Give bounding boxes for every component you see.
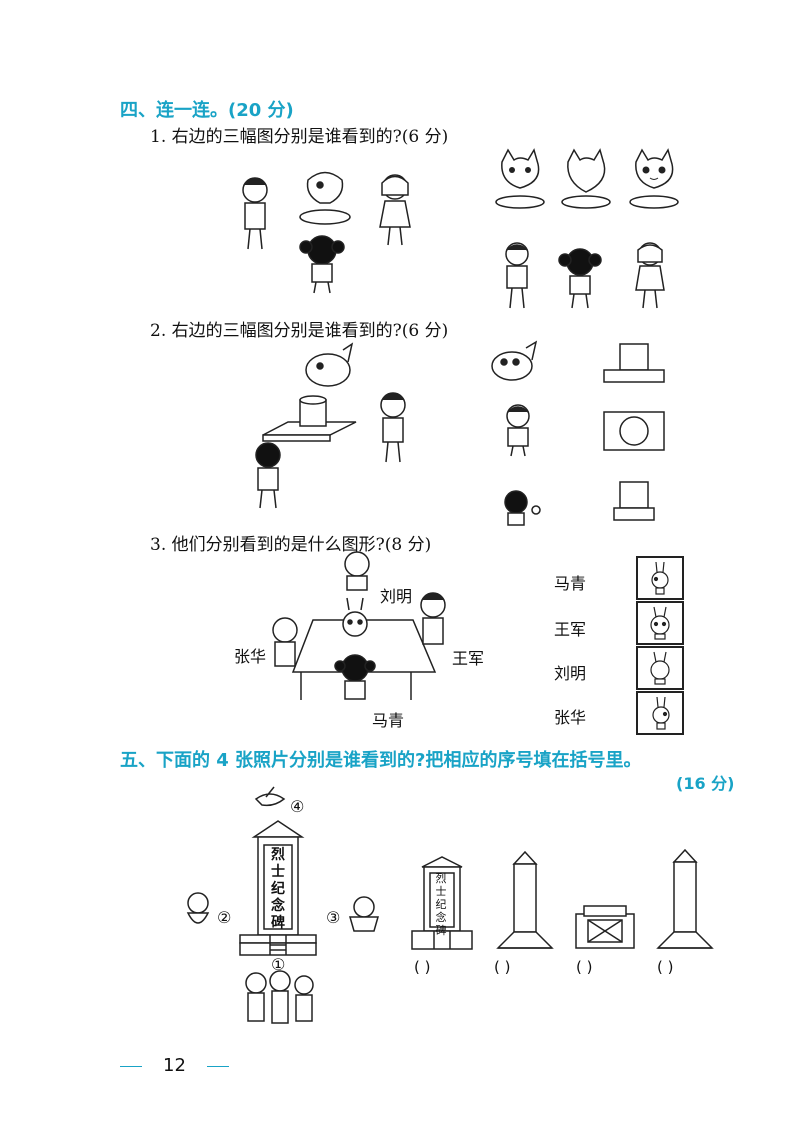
marker-2: ② [217,908,232,927]
boy-figure-option [505,242,529,309]
monument-scene [186,786,379,1024]
q3-scene [272,551,446,700]
girl-figure [379,174,411,246]
answer-paren-4[interactable]: ( ) [657,958,674,976]
boy-figure [242,177,268,250]
bird-figure [254,786,286,807]
boy-option [506,404,530,457]
rabbit-view-box-4 [636,691,684,735]
black-hair-girl-side [255,442,281,509]
photo-view-other-side [656,848,714,949]
question-2: 2. 右边的三幅图分别是谁看到的?(6 分) [150,321,449,341]
photo-view-top [575,905,635,949]
section5-title: 五、下面的 4 张照片分别是谁看到的?把相应的序号填在括号里。 [120,750,642,771]
list-name-2: 王军 [554,620,587,639]
girl-figure-option [635,242,665,309]
cat-view-front [495,148,545,209]
zhanghua-figure [272,617,298,667]
cat-view-side [629,148,679,209]
section5-score: (16 分) [676,774,735,793]
rabbit-view-box-1 [636,556,684,600]
cylinder-top-view [603,411,665,451]
answer-paren-1[interactable]: ( ) [414,958,431,976]
monument-inscription: 烈士纪念碑 [271,847,285,931]
liuming-figure [344,551,370,591]
photo-inscription: 烈士纪念碑 [435,872,447,937]
question-1: 1. 右边的三幅图分别是谁看到的?(6 分) [150,127,449,147]
dog-figure [349,896,379,932]
cylinder-on-board [262,395,357,442]
footer-dash-right [207,1066,229,1067]
footer-dash-left [120,1066,142,1067]
page-number: 12 [163,1055,186,1076]
table [291,619,437,700]
answer-paren-3[interactable]: ( ) [576,958,593,976]
bird-figure [305,342,354,387]
rabbit-view-box-2 [636,601,684,645]
cylinder-side-view [613,481,655,521]
black-hair-girl-option [558,248,602,309]
scene-name-wangjun: 王军 [452,649,485,668]
monument [239,820,317,956]
q1-scene [242,171,411,294]
q2-scene [255,342,406,509]
photo-view-front [411,856,473,950]
scene-name-zhanghua: 张华 [234,647,267,666]
list-name-3: 刘明 [554,664,587,683]
list-name-1: 马青 [554,574,587,593]
cat-figure [186,892,210,924]
cat-on-stand [299,171,351,225]
rabbit-view-box-3 [636,646,684,690]
scene-name-liuming: 刘明 [380,587,413,606]
cylinder-front-view [603,343,665,383]
marker-3: ③ [326,908,341,927]
boy-figure [380,392,406,463]
scene-name-maqing: 马青 [372,711,405,730]
marker-1: ① [271,955,286,974]
section4-title: 四、连一连。(20 分) [120,100,294,121]
black-hair-girl-back [299,235,345,294]
marker-4: ④ [290,797,305,816]
photo-view-side [496,850,554,949]
girl-side-option [504,490,541,526]
rabbit-toy [342,597,368,637]
cat-view-back [561,148,611,209]
bird-option [491,340,538,381]
answer-paren-2[interactable]: ( ) [494,958,511,976]
three-children [245,970,314,1024]
question-3: 3. 他们分别看到的是什么图形?(8 分) [150,535,432,555]
wangjun-figure [420,592,446,645]
maqing-figure [334,654,376,700]
list-name-4: 张华 [554,708,587,727]
